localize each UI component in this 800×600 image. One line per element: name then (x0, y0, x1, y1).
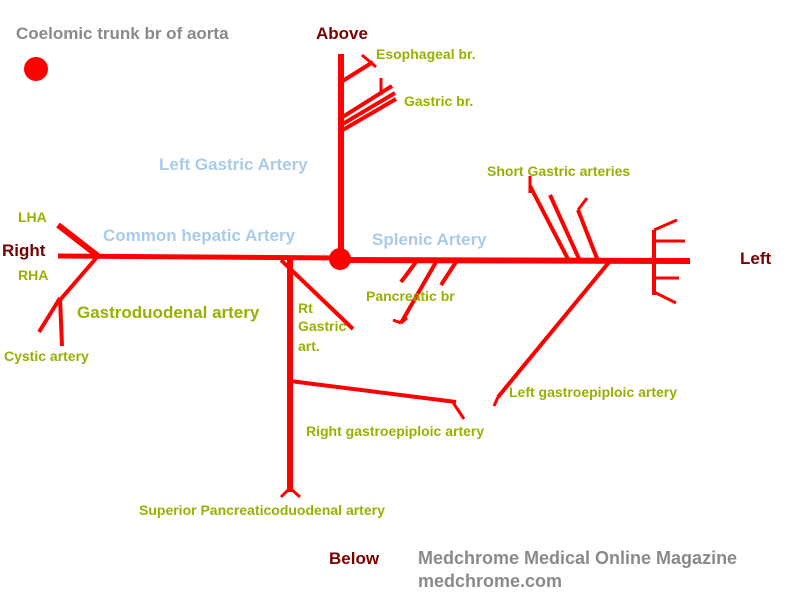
splenic-branch-lines (392, 176, 685, 407)
label-gastric-branch: Gastric br. (404, 93, 473, 109)
watermark-line1: Medchrome Medical Online Magazine (418, 548, 737, 568)
label-rt-gastric-line3: art. (298, 338, 320, 354)
label-rha: RHA (18, 267, 48, 283)
label-cystic-artery: Cystic artery (4, 348, 89, 364)
label-gastroduodenal-artery: Gastroduodenal artery (77, 303, 260, 322)
legend-dot (24, 57, 48, 81)
label-right-gastroepiploic-artery: Right gastroepiploic artery (306, 423, 484, 439)
direction-left: Left (740, 249, 772, 268)
main-horizontal-artery (57, 253, 691, 264)
label-pancreatic-branch: Pancreatic br (366, 288, 455, 304)
direction-right: Right (2, 241, 46, 260)
celiac-origin-dot (329, 248, 351, 270)
label-superior-pancreaticoduodenal-artery: Superior Pancreaticoduodenal artery (139, 502, 385, 518)
label-rt-gastric-line1: Rt (298, 300, 313, 316)
gastroduodenal-lines (279, 258, 466, 499)
label-left-gastric-artery: Left Gastric Artery (159, 155, 308, 174)
label-short-gastric-arteries: Short Gastric arteries (487, 163, 630, 179)
label-splenic-artery: Splenic Artery (372, 230, 487, 249)
label-esophageal-branch: Esophageal br. (376, 46, 476, 62)
diagram-title: Coelomic trunk br of aorta (16, 24, 229, 43)
label-common-hepatic-artery: Common hepatic Artery (103, 226, 296, 245)
watermark-line2: medchrome.com (418, 571, 562, 591)
hepatic-branch-lines (37, 222, 100, 347)
label-lha: LHA (18, 209, 47, 225)
left-gastric-artery-lines (338, 53, 398, 258)
label-rt-gastric-line2: Gastric (298, 318, 346, 334)
direction-above: Above (316, 24, 368, 43)
label-left-gastroepiploic-artery: Left gastroepiploic artery (509, 384, 677, 400)
direction-below: Below (329, 549, 380, 568)
